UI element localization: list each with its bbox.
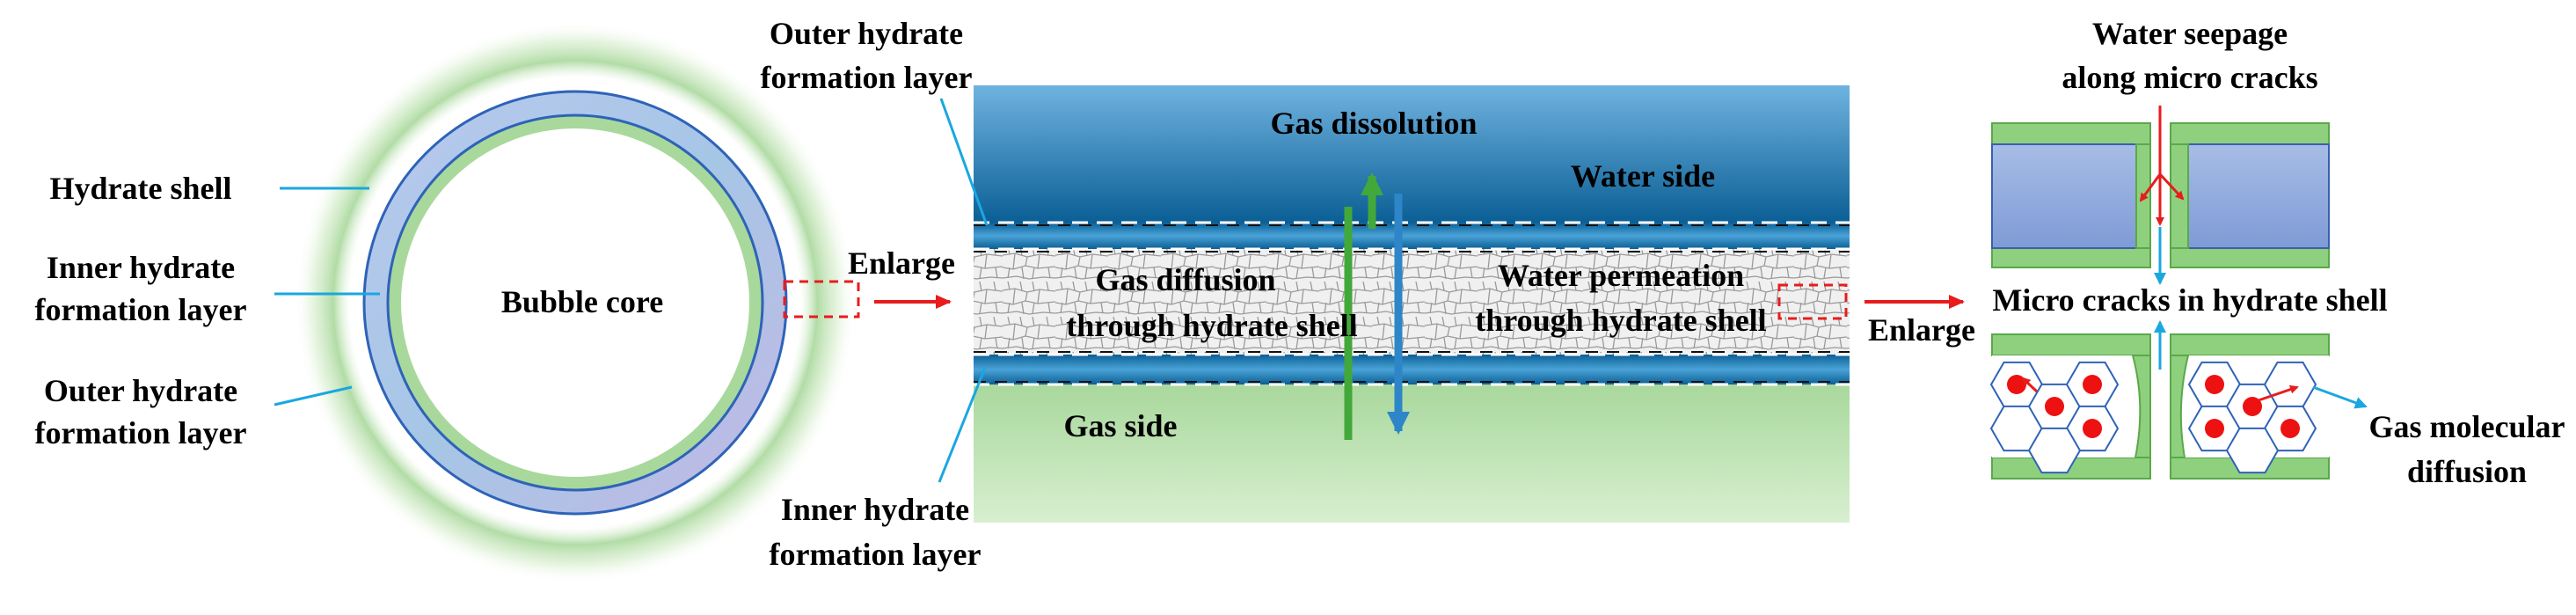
hex-cells-left [1989, 361, 2120, 474]
gas-molecule-right-2 [2280, 419, 2300, 438]
outer-layer-label-line2: formation layer [35, 415, 247, 450]
water-layer [974, 85, 1850, 223]
gas-molecule-left-3 [2083, 419, 2102, 438]
cross-section [974, 85, 1850, 523]
enlarge-box-middle [1777, 283, 1848, 320]
gas-molecule-right-0 [2205, 375, 2224, 394]
seepage-arrow-left [2139, 173, 2162, 202]
water-permeation-label-line1: Water permeation [1498, 258, 1744, 293]
water-side-label: Water side [1571, 158, 1715, 194]
layer-dark-dashes [974, 224, 1850, 383]
gas-molecule-left-2 [2083, 375, 2102, 394]
lower-crack-detail [1989, 320, 2368, 480]
lower-left-green-top [1991, 333, 2151, 356]
outer-layer-top-label-line1: Outer hydrate [770, 16, 963, 51]
left-leaders [274, 187, 380, 406]
gas-molecule-right-1 [2243, 397, 2262, 416]
hex-cell-left-5 [2027, 427, 2082, 474]
enlarge-label-middle: Enlarge [1868, 312, 1975, 348]
seepage-label-line2: along micro cracks [2062, 60, 2317, 95]
inner-layer-bottom-label-line1: Inner hydrate [781, 492, 969, 527]
upper-left-block [1991, 143, 2137, 249]
gas-molecular-label-line1: Gas molecular [2369, 409, 2565, 444]
inner-layer-label-line2: formation layer [35, 292, 247, 327]
hydrate-shell-layer [974, 249, 1850, 355]
upper-crack-detail [1991, 106, 2330, 285]
inner-layer-bottom-label-line2: formation layer [770, 537, 982, 572]
upper-left-green-top [1991, 122, 2151, 145]
micro-cracks-label: Micro cracks in hydrate shell [1992, 282, 2387, 318]
hex-cells-right [2187, 361, 2317, 474]
gas-molecule-left-0 [2007, 375, 2026, 394]
outer-layer-top-label-line2: formation layer [761, 60, 973, 95]
upper-left-green-bottom [1991, 247, 2151, 268]
bubble-group: Bubble core [294, 21, 857, 584]
gas-side-label: Gas side [1063, 408, 1177, 443]
gas-dissolution-label: Gas dissolution [1270, 106, 1477, 141]
upper-right-green-top [2170, 122, 2330, 145]
leader-outer-layer [274, 385, 353, 406]
hex-cell-right-5 [2225, 427, 2280, 474]
water-permeation-label-line2: through hydrate shell [1475, 303, 1766, 338]
upper-right-green-bottom [2170, 247, 2330, 268]
gas-molecule-left-1 [2045, 397, 2064, 416]
seepage-label-line1: Water seepage [2092, 16, 2288, 51]
outer-formation-layer [974, 223, 1850, 249]
seepage-arrow-right [2158, 172, 2185, 201]
bubble-core [401, 128, 749, 477]
inner-layer-label-line1: Inner hydrate [47, 250, 235, 285]
lower-right-green-top [2170, 333, 2330, 356]
gas-diffusion-label-line1: Gas diffusion [1095, 262, 1275, 297]
leader-outer-top [939, 98, 989, 226]
diffusion-arrow-right [2258, 384, 2299, 402]
gas-molecular-leader [2312, 385, 2368, 409]
gas-molecule-right-3 [2205, 419, 2224, 438]
inner-formation-layer [974, 355, 1850, 384]
gas-diffusion-label-line2: through hydrate shell [1066, 308, 1357, 343]
gas-molecular-label-line2: diffusion [2407, 454, 2527, 489]
layer-boundaries [974, 221, 1850, 386]
upper-right-block [2187, 143, 2330, 249]
gas-layer [974, 384, 1850, 523]
lower-crack-wall-right [2170, 355, 2190, 458]
enlarge-label-left: Enlarge [848, 245, 955, 281]
enlarge-box-left [783, 280, 860, 318]
lower-crack-wall-left [2131, 355, 2151, 458]
hydrate-shell-label: Hydrate shell [50, 171, 232, 206]
diffusion-arrow-left [2021, 377, 2039, 393]
leader-inner-bottom [938, 367, 987, 483]
bubble-core-label: Bubble core [501, 284, 663, 319]
outer-layer-label-line1: Outer hydrate [44, 373, 237, 408]
